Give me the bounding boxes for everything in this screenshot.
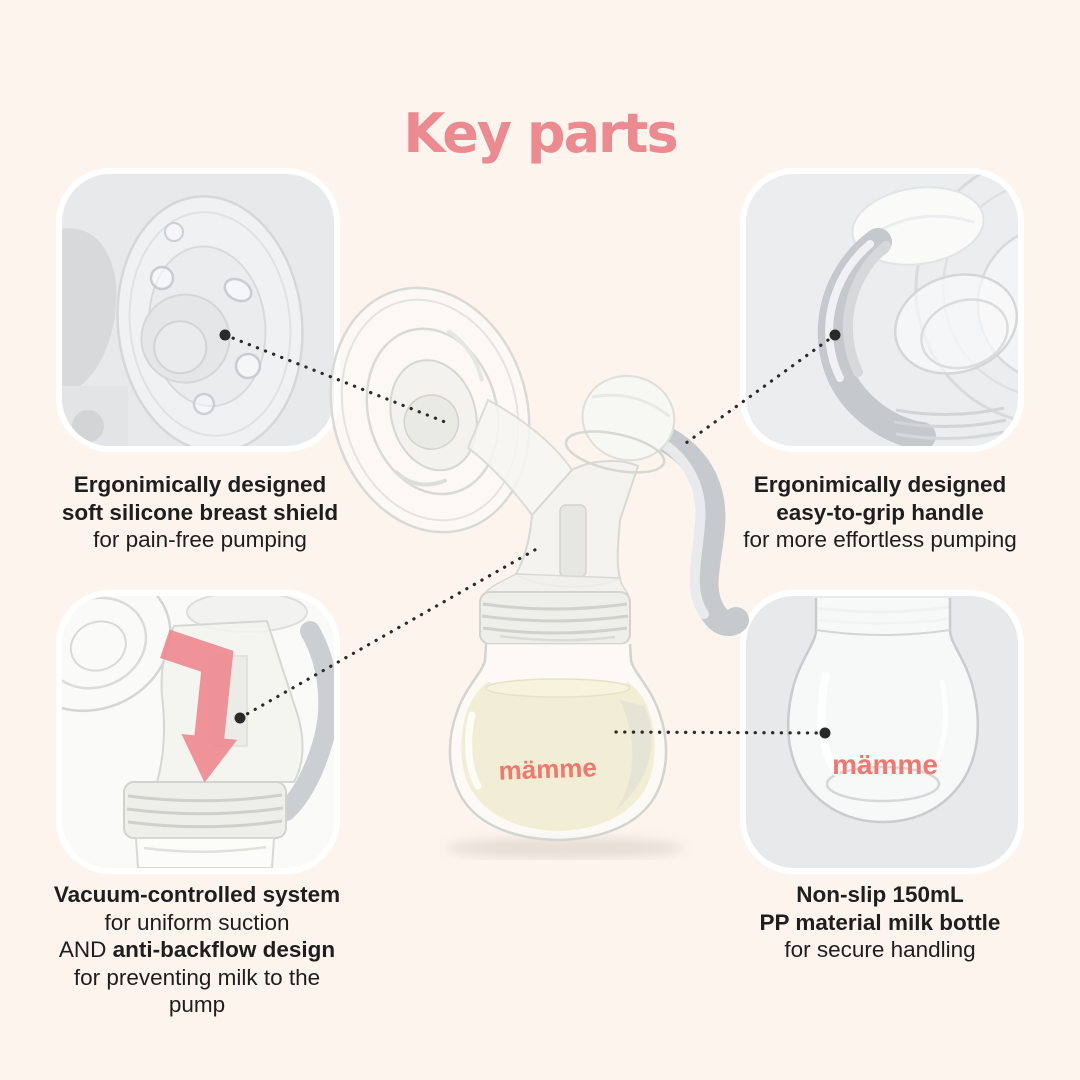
blurred-pump-part: [62, 228, 117, 392]
milk-bottle: mämme: [448, 643, 668, 842]
handle-photo: [817, 174, 1018, 446]
label-line: Non-slip 150mL: [796, 882, 964, 907]
screw-ring: [479, 591, 631, 645]
page-title: Key parts: [403, 102, 678, 165]
piston: [559, 504, 587, 578]
product-shadow: [447, 837, 683, 859]
callout-card-bottle: mämme: [740, 590, 1024, 874]
label-line: for secure handling: [784, 937, 976, 962]
label-bottle: Non-slip 150mL PP material milk bottle f…: [690, 881, 1070, 964]
label-line: easy-to-grip handle: [776, 499, 984, 525]
label-line: for more effortless pumping: [743, 527, 1017, 552]
label-line: AND anti-backflow design: [7, 936, 387, 964]
brand-logo-text: mämme: [832, 749, 938, 780]
label-line: Vacuum-controlled system: [53, 882, 341, 907]
label-text-bold: anti-backflow design: [112, 937, 336, 962]
label-handle: Ergonimically designed easy-to-grip hand…: [690, 471, 1070, 554]
pump-body-rings: [893, 273, 1018, 375]
pump-cap: [564, 374, 676, 474]
vacuum-system-photo: [62, 596, 334, 868]
label-vacuum-system: Vacuum-controlled system for uniform suc…: [7, 881, 387, 1019]
flow-direction-arrow-icon: [160, 629, 238, 783]
label-breast-shield: Ergonimically designed soft silicone bre…: [10, 471, 390, 554]
label-line: soft silicone breast shield: [61, 499, 339, 525]
product-illustration: mämme: [329, 286, 749, 859]
label-line: for uniform suction: [104, 909, 290, 935]
callout-card-vacuum-system: [56, 590, 340, 874]
label-line: for pain-free pumping: [93, 527, 307, 552]
label-text: AND: [58, 937, 113, 962]
label-line: Ergonimically designed: [73, 472, 327, 497]
brand-logo-text: mämme: [498, 752, 597, 785]
label-line: PP material milk bottle: [759, 909, 1001, 935]
callout-card-handle: [740, 168, 1024, 452]
breast-shield-photo: [62, 195, 304, 446]
label-line: pump: [168, 992, 226, 1017]
label-line: Ergonimically designed: [753, 472, 1007, 497]
label-line: for preventing milk to the: [73, 964, 321, 990]
callout-card-breast-shield: [56, 168, 340, 452]
bottle-outline: [786, 598, 980, 824]
pump-handle: [629, 417, 749, 637]
bottle-photo: mämme: [786, 598, 980, 824]
